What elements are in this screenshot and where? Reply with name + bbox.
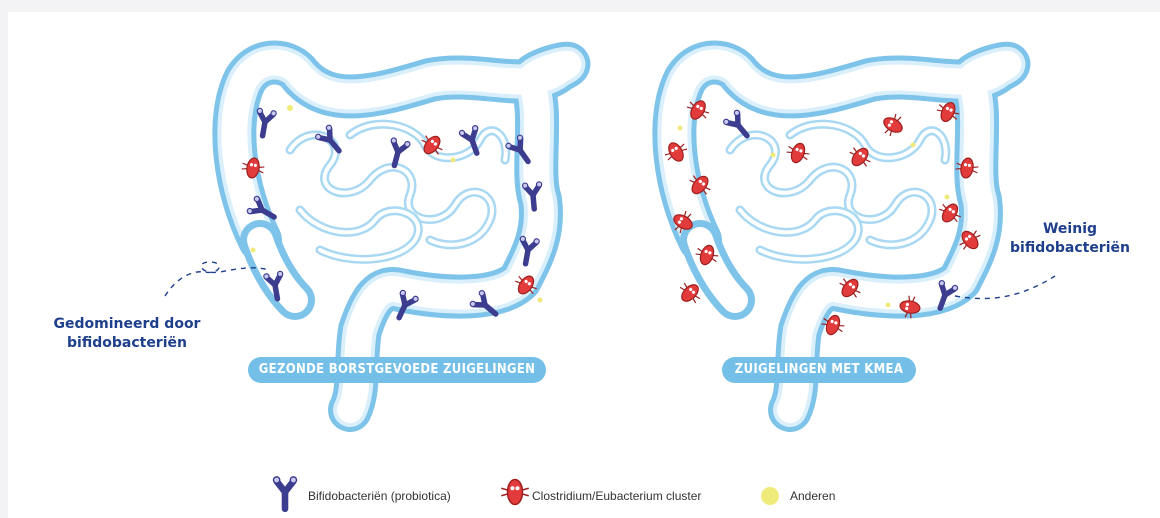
banner-healthy: GEZONDE BORSTGEVOEDE ZUIGELINGEN	[248, 357, 546, 383]
banner-kmea: ZUIGELINGEN MET KMEA	[722, 357, 916, 383]
legend-other-label: Anderen	[790, 488, 835, 504]
callout-few-line1: Weinig	[1000, 220, 1140, 239]
callout-dominated: Gedomineerd door bifidobacteriën	[42, 315, 212, 353]
other-bacteria-dot-icon	[761, 487, 779, 505]
callout-few: Weinig bifidobacteriën	[1000, 220, 1140, 258]
callout-few-line2: bifidobacteriën	[1000, 239, 1140, 258]
bifidobacterium-icon	[273, 477, 296, 509]
legend-clostridium-label: Clostridium/Eubacterium cluster	[532, 488, 701, 504]
clostridium-icon	[501, 480, 529, 505]
callout-dominated-line2: bifidobacteriën	[42, 334, 212, 353]
legend-bifido-label: Bifidobacteriën (probiotica)	[308, 488, 451, 504]
callout-dominated-line1: Gedomineerd door	[42, 315, 212, 334]
